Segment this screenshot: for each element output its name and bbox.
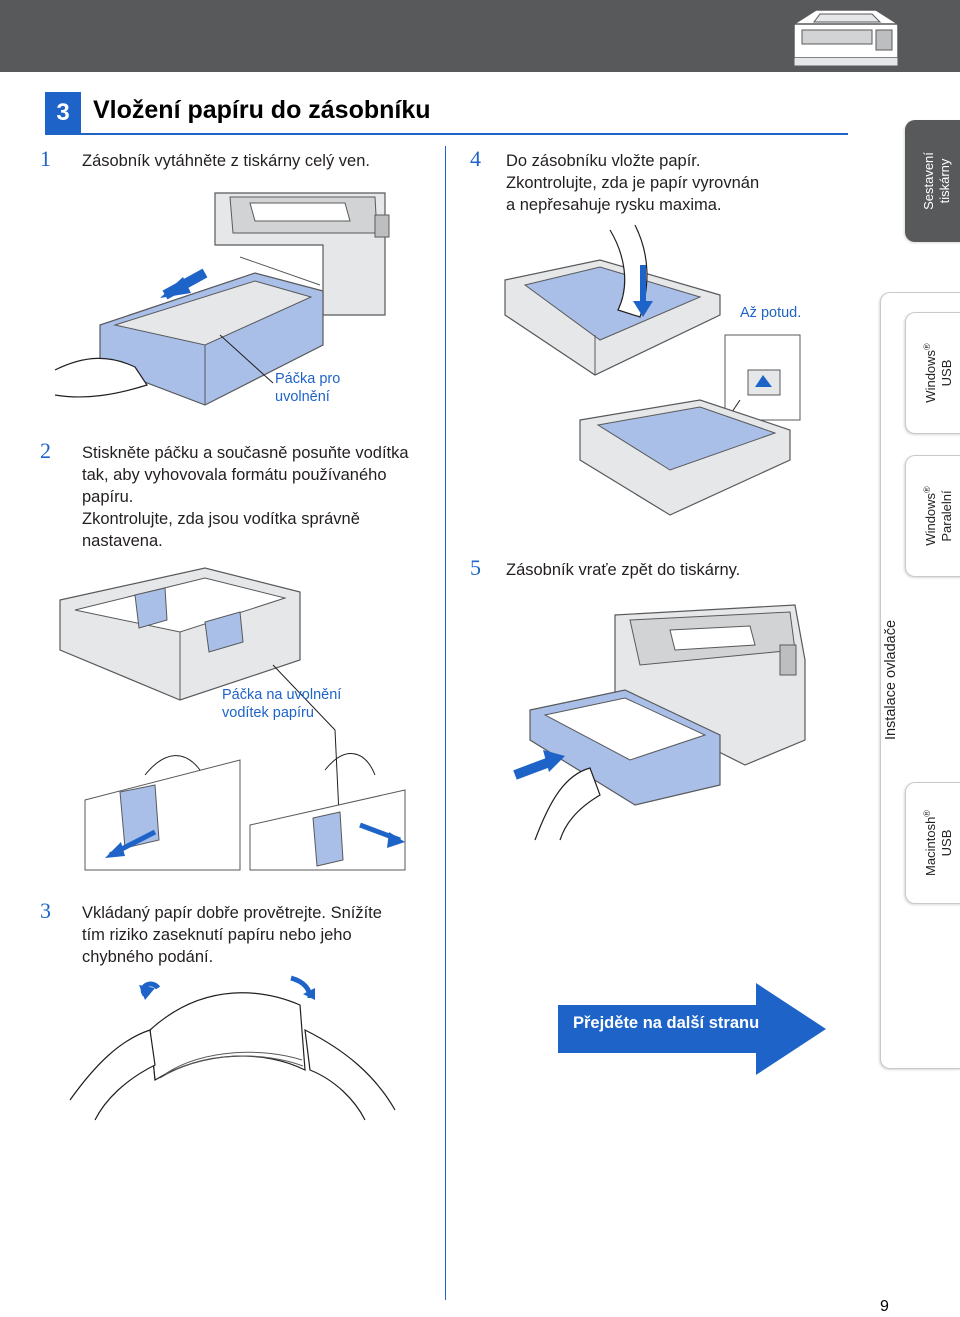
- callout-line: Páčka na uvolnění: [222, 687, 342, 703]
- text-line: chybného podání.: [82, 948, 214, 966]
- registered-mark: ®: [921, 810, 932, 817]
- tray-push-in-illustration: [513, 604, 806, 841]
- step-3-number: 3: [40, 898, 51, 923]
- tab-windows-usb[interactable]: Windows® USB: [905, 312, 960, 434]
- callout-line: Páčka pro: [275, 371, 341, 387]
- step-2-text: Stiskněte páčku a současně posuňte vodít…: [82, 442, 409, 552]
- callout-release-lever-1: Páčka pro uvolnění: [275, 370, 340, 406]
- step-5-number: 5: [470, 555, 481, 580]
- text-line: Zkontrolujte, zda je papír vyrovnán: [506, 174, 760, 192]
- tab-printer-setup[interactable]: Sestavení tiskárny: [905, 120, 960, 242]
- section-number: 3: [45, 92, 81, 134]
- text-line: a nepřesahuje rysku maxima.: [506, 196, 722, 214]
- step-2-number: 2: [40, 438, 51, 463]
- tab-label-line: USB: [939, 829, 955, 857]
- callout-guide-release-lever: Páčka na uvolnění vodítek papíru: [222, 686, 341, 722]
- text-line: tím riziko zaseknutí papíru nebo jeho: [82, 926, 352, 944]
- step-4-number: 4: [470, 146, 481, 171]
- tab-label: Macintosh® USB: [919, 810, 955, 876]
- header-bar: [0, 0, 960, 72]
- callout-line: vodítek papíru: [222, 705, 314, 721]
- step-5-text: Zásobník vraťe zpět do tiskárny.: [506, 561, 741, 579]
- registered-mark: ®: [921, 486, 932, 493]
- tab-label: Windows® Paralelní: [919, 486, 955, 545]
- step-4-text: Do zásobníku vložte papír. Zkontrolujte,…: [506, 150, 759, 216]
- driver-install-label: Instalace ovladače: [883, 619, 899, 741]
- section-title: Vložení papíru do zásobníku: [93, 96, 431, 124]
- step-1-number: 1: [40, 146, 51, 171]
- tab-macintosh-usb[interactable]: Macintosh® USB: [905, 782, 960, 904]
- tab-windows-parallel[interactable]: Windows® Paralelní: [905, 455, 960, 577]
- text-line: nastavena.: [82, 532, 163, 550]
- callout-line: uvolnění: [275, 389, 330, 405]
- tab-label: Sestavení tiskárny: [921, 152, 953, 210]
- printer-icon: [793, 9, 899, 67]
- column-divider: [445, 146, 446, 1300]
- tab-label-line: USB: [939, 359, 955, 387]
- step-1-text: Zásobník vytáhněte z tiskárny celý ven.: [82, 152, 370, 170]
- text-line: Vkládaný papír dobře provětrejte. Snížít…: [82, 904, 382, 922]
- callout-up-to-here: Až potud.: [740, 305, 802, 321]
- text-line: Zkontrolujte, zda jsou vodítka správně: [82, 510, 360, 528]
- text-line: tak, aby vyhovovala formátu používaného: [82, 466, 387, 484]
- next-page-label[interactable]: Přejděte na další stranu: [573, 1014, 760, 1032]
- section-header: 3 Vložení papíru do zásobníku: [45, 92, 848, 135]
- tab-label-line: Sestavení: [921, 152, 936, 210]
- section-rule: [45, 133, 848, 135]
- tab-label-line: tiskárny: [937, 158, 952, 204]
- tray-pull-out-illustration: [54, 192, 390, 406]
- next-page-arrow[interactable]: [558, 983, 826, 1075]
- tab-label-line: Macintosh: [923, 816, 939, 876]
- text-line: Do zásobníku vložte papír.: [506, 152, 701, 170]
- tab-label-line: Paralelní: [939, 490, 955, 542]
- tab-label-line: Windows: [923, 349, 939, 403]
- tab-label: Windows® USB: [919, 343, 955, 402]
- tab-label-line: Windows: [923, 492, 939, 546]
- text-line: papíru.: [82, 488, 134, 506]
- tray-guides-illustration: [59, 567, 406, 871]
- load-paper-illustration: [504, 224, 801, 516]
- registered-mark: ®: [921, 343, 932, 350]
- text-line: Stiskněte páčku a současně posuňte vodít…: [82, 444, 409, 462]
- page-number: 9: [880, 1298, 889, 1315]
- fan-paper-illustration: [69, 975, 396, 1121]
- step-3-text: Vkládaný papír dobře provětrejte. Snížít…: [82, 902, 382, 968]
